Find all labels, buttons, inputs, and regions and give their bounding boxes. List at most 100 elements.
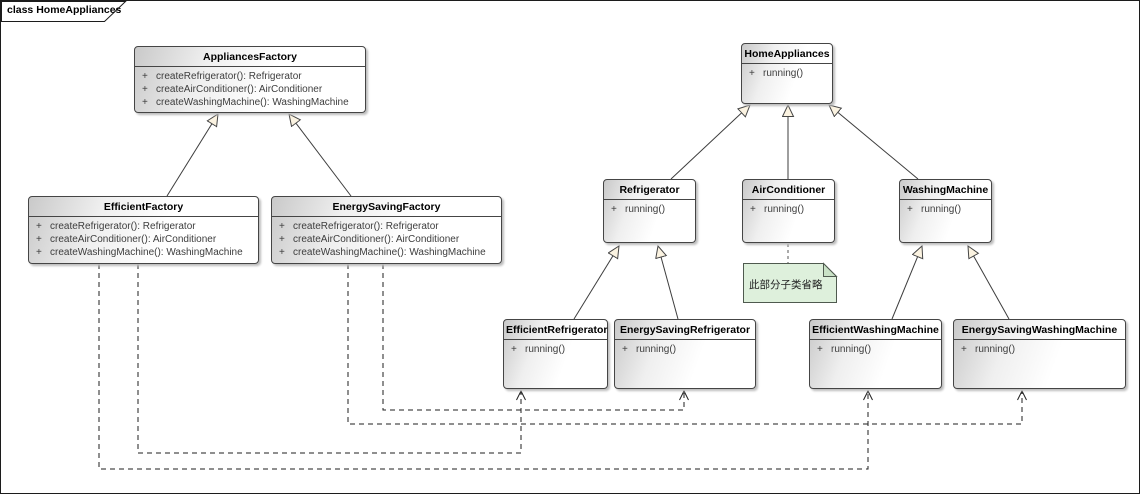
method-signature: createWashingMachine(): WashingMachine bbox=[156, 97, 349, 108]
method-signature: running() bbox=[625, 204, 666, 215]
visibility: + bbox=[961, 344, 967, 355]
method-signature: createAirConditioner(): AirConditioner bbox=[293, 234, 460, 245]
class-title: EfficientFactory bbox=[29, 197, 258, 217]
method-signature: running() bbox=[636, 344, 677, 355]
visibility: + bbox=[36, 234, 42, 245]
method-list: + running() bbox=[810, 340, 941, 356]
method-signature: createRefrigerator(): Refrigerator bbox=[156, 71, 302, 82]
class-energy-saving-refrigerator[interactable]: EnergySavingRefrigerator +running() bbox=[614, 319, 756, 389]
method-row: + running() bbox=[607, 203, 692, 216]
visibility: + bbox=[36, 247, 42, 258]
class-title: EnergySavingFactory bbox=[272, 197, 501, 217]
class-appliances-factory[interactable]: AppliancesFactory + createRefrigerator():… bbox=[134, 46, 366, 113]
method-signature: createWashingMachine(): WashingMachine bbox=[50, 247, 243, 258]
method-row: + createAirConditioner(): AirConditioner bbox=[138, 83, 362, 96]
method-row: + createWashingMachine(): WashingMachine bbox=[32, 246, 255, 259]
method-list: + running() bbox=[900, 200, 991, 216]
class-title: AppliancesFactory bbox=[135, 47, 365, 67]
dependency-efficientfactory-efficientwashingmachine bbox=[98, 264, 873, 470]
visibility: + bbox=[750, 204, 756, 215]
method-list: + running() bbox=[604, 200, 695, 216]
method-row: + running() bbox=[745, 67, 829, 80]
generalization-efficientwashingmachine-washingmachine bbox=[891, 246, 922, 320]
dependency-energysavingfactory-energysavingwashingmachine bbox=[347, 264, 1027, 425]
generalization-washingmachine-homeappliances bbox=[829, 105, 919, 180]
dependency-energysavingfactory-energysavingrefrigerator bbox=[382, 264, 689, 411]
method-row: + createWashingMachine(): WashingMachine bbox=[275, 246, 498, 259]
class-title: HomeAppliances bbox=[742, 44, 832, 64]
note-text: 此部分子类省略 bbox=[749, 279, 823, 291]
note-shape bbox=[743, 263, 837, 303]
generalization-energysavingwashingmachine-washingmachine bbox=[968, 246, 1010, 320]
dependency-efficientfactory-efficientrefrigerator bbox=[137, 264, 526, 454]
method-list: +running() bbox=[615, 340, 755, 356]
class-efficient-factory[interactable]: EfficientFactory + createRefrigerator(): … bbox=[28, 196, 259, 264]
method-signature: running() bbox=[921, 204, 962, 215]
method-list: + createRefrigerator(): Refrigerator + cre… bbox=[272, 217, 501, 259]
visibility: + bbox=[36, 221, 42, 232]
method-list: +running() bbox=[504, 340, 607, 356]
visibility: + bbox=[749, 68, 755, 79]
method-signature: running() bbox=[975, 344, 1016, 355]
class-energy-saving-factory[interactable]: EnergySavingFactory + createRefrigerator(… bbox=[271, 196, 502, 264]
method-signature: running() bbox=[764, 204, 805, 215]
generalization-efficientrefrigerator-refrigerator bbox=[573, 246, 619, 320]
class-title: EnergySavingRefrigerator bbox=[615, 320, 755, 340]
method-list: + createRefrigerator(): Refrigerator + cre… bbox=[135, 67, 365, 109]
visibility: + bbox=[142, 71, 148, 82]
method-signature: createWashingMachine(): WashingMachine bbox=[293, 247, 486, 258]
class-energy-saving-washing-machine[interactable]: EnergySavingWashingMachine + running() bbox=[953, 319, 1126, 389]
method-row: + createRefrigerator(): Refrigerator bbox=[275, 220, 498, 233]
method-list: + running() bbox=[954, 340, 1125, 356]
method-row: +running() bbox=[507, 343, 604, 356]
method-list: + running() bbox=[742, 64, 832, 80]
method-signature: createAirConditioner(): AirConditioner bbox=[156, 84, 323, 95]
class-title: EfficientWashingMachine bbox=[810, 320, 941, 340]
class-efficient-refrigerator[interactable]: EfficientRefrigerator +running() bbox=[503, 319, 608, 389]
method-row: + createRefrigerator(): Refrigerator bbox=[138, 70, 362, 83]
visibility: + bbox=[907, 204, 913, 215]
method-signature: createRefrigerator(): Refrigerator bbox=[50, 221, 196, 232]
visibility: + bbox=[142, 84, 148, 95]
visibility: + bbox=[142, 97, 148, 108]
method-signature: running() bbox=[763, 68, 804, 79]
generalization-energysavingrefrigerator-refrigerator bbox=[658, 246, 679, 320]
method-list: + createRefrigerator(): Refrigerator + cre… bbox=[29, 217, 258, 259]
method-row: + createAirConditioner(): AirConditioner bbox=[32, 233, 255, 246]
generalization-efficientfactory-appliancesfactory bbox=[166, 114, 218, 197]
class-washing-machine[interactable]: WashingMachine + running() bbox=[899, 179, 992, 243]
method-row: + running() bbox=[957, 343, 1122, 356]
visibility: + bbox=[817, 344, 823, 355]
method-row: + running() bbox=[746, 203, 831, 216]
diagram-frame-label: class HomeAppliances bbox=[7, 4, 122, 16]
class-title: EnergySavingWashingMachine bbox=[954, 320, 1125, 340]
class-efficient-washing-machine[interactable]: EfficientWashingMachine + running() bbox=[809, 319, 942, 389]
note-fold-icon bbox=[823, 262, 838, 277]
class-title: WashingMachine bbox=[900, 180, 991, 200]
class-title: AirConditioner bbox=[743, 180, 834, 200]
method-row: + createAirConditioner(): AirConditioner bbox=[275, 233, 498, 246]
method-row: + running() bbox=[813, 343, 938, 356]
class-home-appliances[interactable]: HomeAppliances + running() bbox=[741, 43, 833, 104]
class-air-conditioner[interactable]: AirConditioner + running() bbox=[742, 179, 835, 243]
method-signature: createRefrigerator(): Refrigerator bbox=[293, 221, 439, 232]
class-refrigerator[interactable]: Refrigerator + running() bbox=[603, 179, 696, 243]
class-title: EfficientRefrigerator bbox=[504, 320, 608, 340]
visibility: + bbox=[279, 221, 285, 232]
method-row: + createRefrigerator(): Refrigerator bbox=[32, 220, 255, 233]
visibility: + bbox=[611, 204, 617, 215]
visibility: + bbox=[511, 344, 517, 355]
visibility: + bbox=[279, 247, 285, 258]
method-row: + createWashingMachine(): WashingMachine bbox=[138, 96, 362, 109]
method-signature: running() bbox=[831, 344, 872, 355]
method-row: +running() bbox=[618, 343, 752, 356]
generalization-refrigerator-homeappliances bbox=[670, 105, 750, 180]
class-title: Refrigerator bbox=[604, 180, 695, 200]
note[interactable]: 此部分子类省略 bbox=[743, 263, 836, 302]
method-row: + running() bbox=[903, 203, 988, 216]
method-signature: createAirConditioner(): AirConditioner bbox=[50, 234, 217, 245]
frame-tab bbox=[1, 1, 127, 22]
visibility: + bbox=[279, 234, 285, 245]
